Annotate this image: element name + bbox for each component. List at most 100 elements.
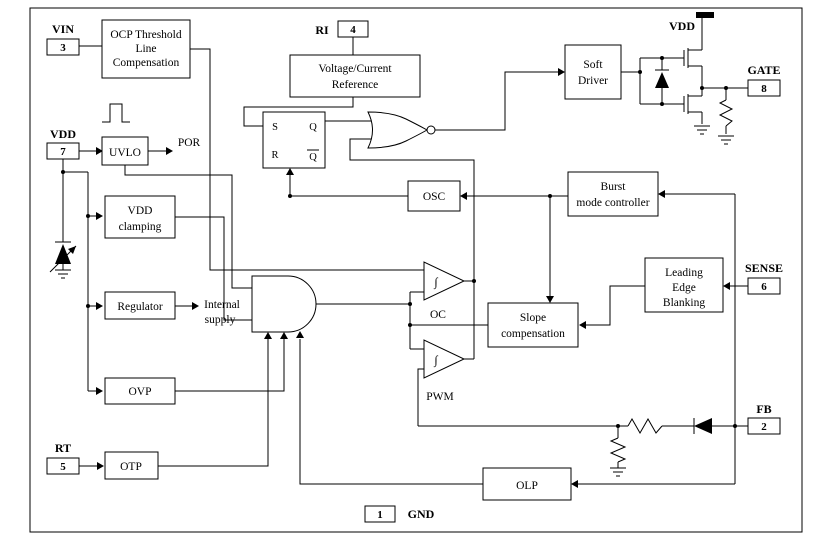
vdd-clamping-block [104,195,176,239]
pin-rt-number: 5 [60,461,66,473]
regulator-label: Regulator [117,301,163,313]
vdd-clamping-label: VDD [128,205,153,217]
junction-dots [61,56,737,428]
internal-supply-label: Internal [204,299,240,311]
burst-mode-controller-block [567,171,659,217]
pin-rt-label: RT [55,441,71,455]
pin-sense-number: 6 [761,281,767,293]
pin-vin-box [46,38,80,56]
pins: VIN 3 VDD 7 RT 5 RI 4 VDD GATE 8 SENSE 6… [46,19,783,523]
ocp-label: OCP Threshold [110,29,181,41]
osc-label: OSC [423,191,446,203]
otp-block [104,451,159,480]
pin-gate-label: GATE [747,63,780,77]
pin-ri-label: RI [315,23,329,37]
arrowheads [96,68,730,488]
blocks: OCP Threshold Line Compensation UVLO VDD… [101,19,724,501]
pin-gnd-label: GND [408,507,435,521]
pin-sense-box [747,277,781,295]
soft-driver-label: Soft [583,59,603,71]
zener-arrowhead [68,246,76,254]
oc-comparator [423,261,466,301]
latch-qbar-label: Q [309,152,317,163]
otp-label: OTP [120,461,142,473]
reference-label-2: Reference [332,79,379,91]
pin-fb-box [747,417,781,435]
pin-vin-label: VIN [52,22,74,36]
leb-label-2: Edge [672,282,696,294]
reference-label: Voltage/Current [318,63,392,75]
ocp-label-3: Compensation [113,57,180,69]
leading-edge-blanking-block [644,257,724,313]
pin-vdd7-number: 7 [60,146,66,158]
latch-s-label: S [272,122,278,133]
burst-label: Burst [601,181,627,193]
soft-driver-label-2: Driver [578,75,608,87]
vdd-rail-bar [696,12,714,18]
fb-resistor-icon [627,417,663,435]
upper-mosfet-icon [683,48,702,68]
internal-supply-label-2: supply [205,314,236,326]
olp-block [482,467,572,501]
burst-label-2: mode controller [576,197,649,209]
pin-ri-box [337,20,369,38]
pin-vdd7-box [46,142,80,160]
uvlo-label: UVLO [109,147,141,159]
vdd-clamping-label-2: clamping [119,221,162,233]
ocp-block [101,19,191,79]
regulator-block [104,291,176,320]
ground-icon-left [55,269,71,279]
ground-icon-gate-res [718,135,734,145]
slope-compensation-block [487,302,579,348]
olp-label: OLP [516,480,538,492]
pwm-comparator [423,339,466,379]
gate-resistor-icon [718,99,734,127]
sr-latch [262,111,326,169]
gates: ∫ OC ∫ PWM [251,111,466,403]
annotations: POR Internal supply [178,137,240,326]
osc-block [407,180,461,212]
symbols [49,12,734,477]
pin-gate-number: 8 [761,83,767,95]
pin-gate-box [747,79,781,97]
nor-gate [367,111,429,149]
pin-vdd-top-label: VDD [669,19,695,33]
uvlo-block [101,136,149,166]
fb-diode-icon [694,418,712,434]
fb-divider-resistor-icon [609,437,627,463]
pin-vin-number: 3 [60,42,66,54]
and-gate [251,275,317,333]
latch-q-label: Q [309,122,317,133]
ovp-label: OVP [128,386,151,398]
por-label: POR [178,137,201,149]
zener-diode-icon [55,244,71,264]
lower-mosfet-icon [683,94,702,114]
latch-r-label: R [271,150,278,161]
oc-label: OC [430,309,446,321]
ground-icon-fet [694,125,710,135]
pin-rt-box [46,457,80,475]
pin-ri-number: 4 [350,24,356,36]
ocp-label-2: Line [135,43,156,55]
pin-fb-number: 2 [761,421,767,433]
pin-gnd-number: 1 [377,509,383,521]
slope-label: Slope [520,312,546,324]
leb-label: Leading [665,267,703,279]
pulse-icon [102,103,130,123]
voltage-current-reference-block [289,54,421,98]
pin-sense-label: SENSE [745,261,783,275]
pin-gnd-box [364,505,396,523]
pwm-hysteresis-icon: ∫ [433,353,438,367]
nor-bubble-icon [426,125,436,135]
ovp-block [104,377,176,405]
pwm-label: PWM [426,391,453,403]
leb-label-3: Blanking [663,297,705,309]
pin-fb-label: FB [756,402,771,416]
driver-zener-icon [655,72,669,88]
oc-hysteresis-icon: ∫ [433,275,438,289]
ground-icon-fb [610,467,626,477]
slope-label-2: compensation [501,328,565,340]
pin-vdd7-label: VDD [50,127,76,141]
